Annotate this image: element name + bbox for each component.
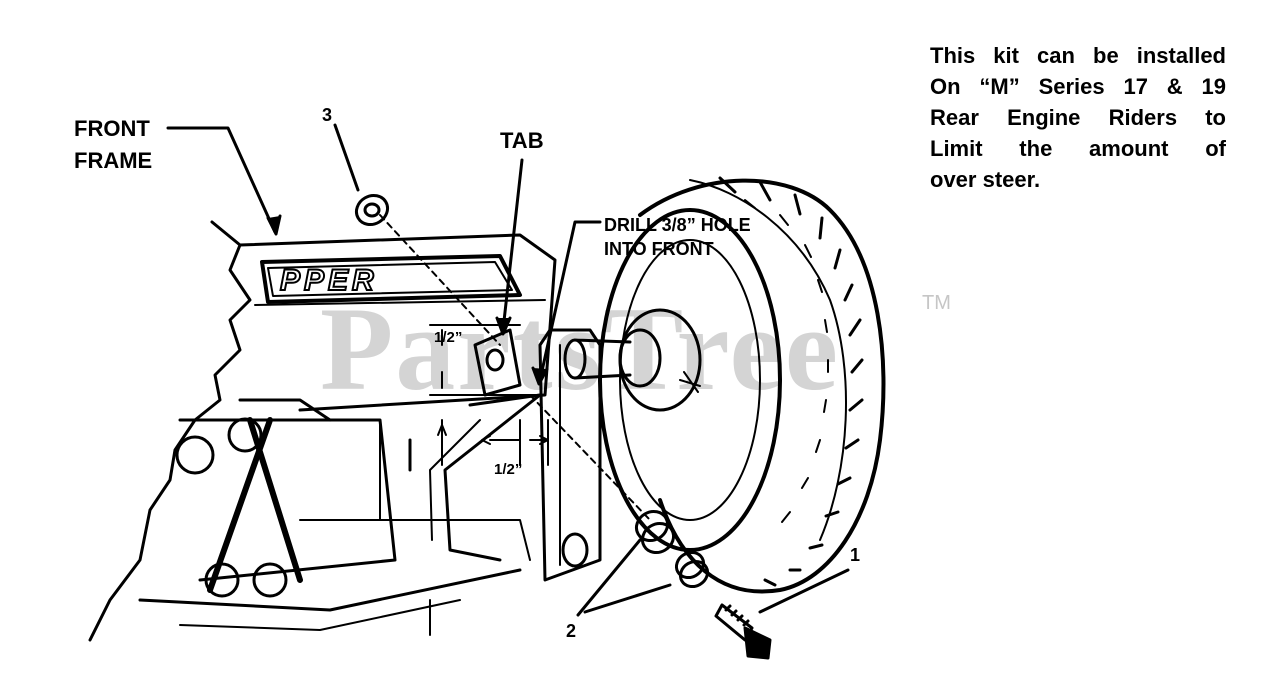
leader-drill (531, 220, 602, 386)
leader-tab (495, 158, 524, 336)
part-2-spacers (634, 509, 710, 589)
dimension-vertical: 1/2” (434, 329, 463, 346)
leader-2 (576, 538, 672, 617)
frame-decal-text: PPER (279, 264, 378, 297)
steering-arm (429, 328, 602, 582)
note-line: over steer. (930, 167, 1041, 192)
note-line: Limit the amount of (930, 136, 1226, 161)
label-drill-line2: INTO FRONT (604, 239, 714, 259)
label-front: FRONT (74, 116, 150, 141)
label-frame: FRAME (74, 148, 153, 173)
part-3-nut (354, 193, 390, 227)
leader-front-frame (166, 126, 282, 236)
callout-3: 3 (322, 105, 333, 125)
note-line: This kit can be installed (930, 43, 1226, 68)
callout-1: 1 (850, 545, 861, 565)
callout-2: 2 (566, 621, 577, 641)
dimension-horizontal: 1/2” (494, 461, 523, 478)
label-drill-line1: DRILL 3/8” HOLE (604, 215, 751, 235)
label-tab: TAB (500, 128, 544, 153)
front-frame (88, 220, 557, 642)
note-line: Rear Engine Riders to (930, 105, 1226, 130)
note-line: On “M” Series 17 & 19 (930, 74, 1226, 99)
watermark: PartsTree (320, 282, 840, 415)
leader-3 (333, 123, 360, 192)
part-1-bolt (714, 603, 772, 660)
installation-note: This kit can be installed On “M” Series … (930, 40, 1226, 195)
install-lines (379, 214, 651, 521)
leader-1 (758, 568, 850, 614)
watermark-trademark: TM (922, 292, 951, 314)
